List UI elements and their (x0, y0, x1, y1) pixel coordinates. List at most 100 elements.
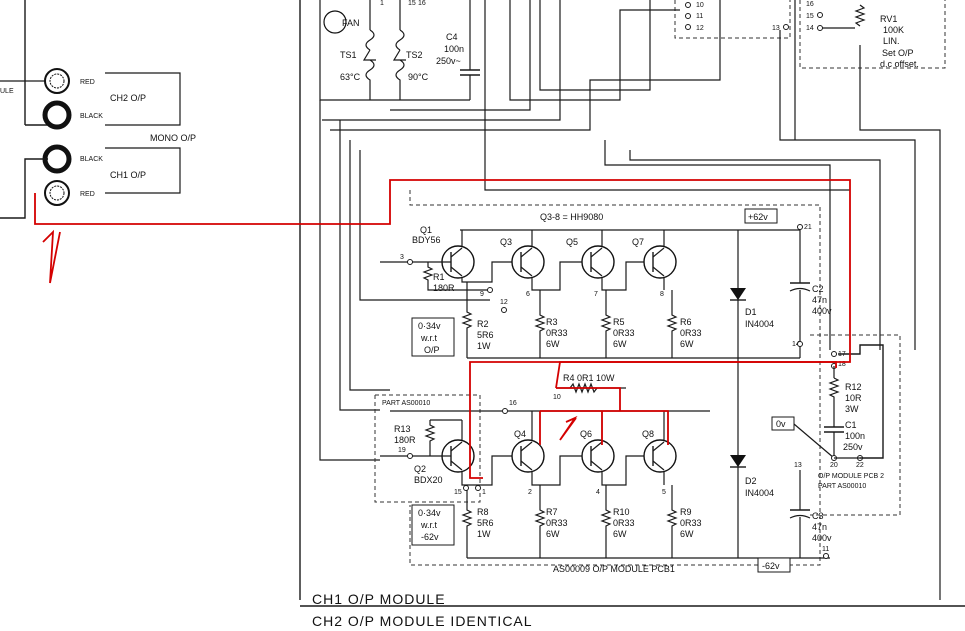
svg-text:16: 16 (806, 1, 814, 8)
svg-text:10: 10 (696, 2, 704, 9)
pcb2-section: 17 18 R12 10R 3W C1 100n 250v 0v 20 22 O… (771, 341, 884, 490)
svg-text:15: 15 (806, 13, 814, 20)
ch1-black-terminal (42, 144, 72, 174)
ts2-icon (392, 29, 406, 100)
c2-label: C2 (812, 284, 824, 294)
red-annotation-trace (34, 179, 851, 479)
r1-value: 180R (433, 283, 455, 293)
ts1-label: TS1 (340, 50, 357, 60)
r6-value: 0R33 (680, 328, 702, 338)
minus62-label: -62v (762, 561, 780, 571)
rv1-icon (854, 4, 866, 27)
output-terminals: ULE RED BLACK CH2 O/P MONO O/P BLACK RED… (0, 0, 196, 219)
svg-text:10: 10 (553, 394, 561, 401)
ch1-red-label: RED (80, 191, 95, 198)
rv1-note-2: d.c offset. (880, 59, 919, 69)
pcb1-label: AS00009 O/P MODULE PCB1 (553, 564, 675, 574)
r3-watt: 6W (546, 339, 560, 349)
ts1-icon (362, 29, 376, 100)
ch1-module-title: CH1 O/P MODULE (312, 591, 446, 607)
svg-text:22: 22 (856, 462, 864, 469)
q6-label: Q6 (580, 429, 592, 439)
svg-text:16: 16 (418, 0, 426, 7)
minus62-label-box (757, 557, 791, 573)
d1-diode-icon (730, 288, 746, 300)
r8-value: 5R6 (477, 518, 494, 528)
wiring-harness (319, 0, 941, 600)
rv1-type: LIN. (883, 36, 900, 46)
r10-value: 0R33 (613, 518, 635, 528)
c4-voltage: 250v~ (436, 56, 461, 66)
svg-text:13: 13 (772, 25, 780, 32)
r7-watt: 6W (546, 529, 560, 539)
svg-text:11: 11 (696, 13, 703, 20)
svg-text:11: 11 (822, 546, 829, 553)
c1-voltage: 250v (843, 442, 863, 452)
ch2-black-label: BLACK (80, 113, 103, 120)
ch2-red-label: RED (80, 79, 95, 86)
zero-v-label-box (771, 416, 795, 431)
ts2-temp: 90°C (408, 72, 429, 82)
ch1-red-terminal (44, 180, 70, 206)
rv1-note-1: Set O/P (882, 48, 914, 58)
svg-text:7: 7 (594, 291, 598, 298)
q1-type: BDY56 (412, 235, 441, 245)
fan-icon (323, 10, 347, 34)
c3-label: C3 (812, 511, 824, 521)
svg-text:13: 13 (794, 462, 802, 469)
svg-text:O/P: O/P (424, 345, 440, 355)
q1-label: Q1 (420, 225, 432, 235)
svg-text:0·34v: 0·34v (418, 508, 441, 518)
r5-label: R5 (613, 317, 625, 327)
c3-value: 47n (812, 522, 827, 532)
svg-text:w.r.t: w.r.t (420, 333, 438, 343)
c2-voltage: 400v (812, 306, 832, 316)
d2-diode-icon (730, 455, 746, 467)
q3-transistor-icon (511, 245, 545, 279)
svg-text:6: 6 (526, 291, 530, 298)
svg-text:1: 1 (380, 0, 384, 7)
plus62-label: +62v (748, 212, 768, 222)
pcb1-outline (409, 190, 821, 566)
bias-note-lower (411, 504, 455, 546)
connector-block: 10 11 12 13 15 16 14 RV1 100K LIN. Set O… (674, 0, 946, 69)
svg-text:12: 12 (500, 299, 508, 306)
svg-text:9: 9 (480, 291, 484, 298)
fan-and-thermal-section: FAN TS1 63°C TS2 90°C C4 100n 250v~ 1 15… (299, 0, 480, 600)
r7-value: 0R33 (546, 518, 568, 528)
svg-text:1: 1 (482, 489, 486, 496)
svg-text:18: 18 (838, 361, 846, 368)
r8-label: R8 (477, 507, 489, 517)
svg-text:15: 15 (408, 0, 416, 7)
r7-label: R7 (546, 507, 558, 517)
ts1-temp: 63°C (340, 72, 361, 82)
svg-text:3: 3 (400, 254, 404, 261)
r12-watt: 3W (845, 404, 859, 414)
c1-label: C1 (845, 420, 857, 430)
r2-watt: 1W (477, 341, 491, 351)
q5-transistor: Q5 (566, 230, 615, 279)
d1-label: D1 (745, 307, 757, 317)
r10-watt: 6W (613, 529, 627, 539)
rv1-value: 100K (883, 25, 904, 35)
q8-label: Q8 (642, 429, 654, 439)
c1-value: 100n (845, 431, 865, 441)
upper-output-stage: Q3-8 = HH9080 +62v 21 Q1 BDY56 3 R1 180R… (380, 208, 812, 359)
d1-type: IN4004 (745, 319, 774, 329)
part-as00010-outline (374, 394, 481, 503)
q5-label: Q5 (566, 237, 578, 247)
r8-watt: 1W (477, 529, 491, 539)
r5-value: 0R33 (613, 328, 635, 338)
q4-transistor-icon (511, 439, 545, 473)
q4-label: Q4 (514, 429, 526, 439)
svg-text:14: 14 (792, 341, 800, 348)
svg-text:w.r.t: w.r.t (420, 520, 438, 530)
r12-value: 10R (845, 393, 862, 403)
r3-value: 0R33 (546, 328, 568, 338)
r13-label: R13 (394, 424, 411, 434)
r12-label: R12 (845, 382, 862, 392)
q2-label: Q2 (414, 464, 426, 474)
r13-value: 180R (394, 435, 416, 445)
q6-transistor: Q6 (580, 411, 615, 473)
c4-label: C4 (446, 32, 458, 42)
